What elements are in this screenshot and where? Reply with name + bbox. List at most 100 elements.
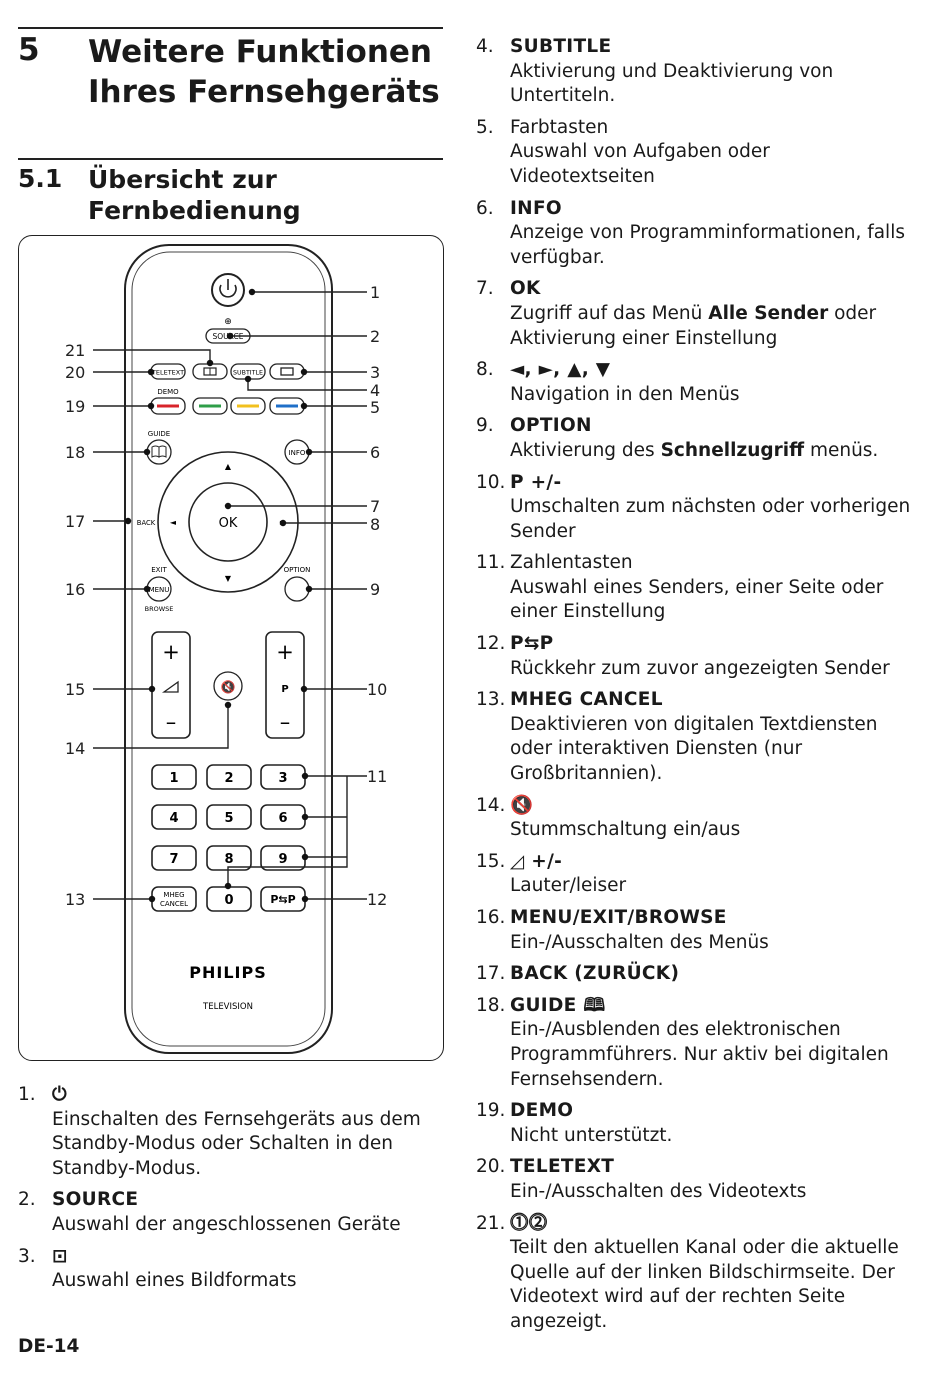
option-button[interactable]: [283, 575, 310, 602]
guide-button[interactable]: [145, 438, 172, 465]
legend-term: 🔇: [510, 794, 534, 816]
legend-description: Deaktivieren von digitalen Textdiensten …: [510, 713, 878, 785]
mute-button[interactable]: 🔇: [212, 670, 243, 701]
format-button[interactable]: [268, 362, 305, 380]
key-5-label: 5: [224, 811, 233, 826]
callout-18: 18: [65, 443, 85, 462]
legend-number: 11.: [476, 552, 506, 574]
legend-number: 6.: [476, 197, 494, 219]
legend-term: TELETEXT: [510, 1156, 615, 1178]
legend-term: INFO: [510, 197, 562, 219]
ok-button[interactable]: [187, 481, 268, 562]
brand-logo: PHILIPS: [189, 963, 266, 982]
key-8[interactable]: 8: [205, 844, 252, 871]
legend-term: DEMO: [510, 1100, 574, 1122]
legend-description: Ein-/Ausschalten des Videotexts: [510, 1180, 807, 1202]
callout-lines: [92, 290, 367, 900]
legend-item: 3.⊡Auswahl eines Bildformats: [18, 1245, 438, 1294]
legend-term: SUBTITLE: [510, 36, 612, 57]
key-2[interactable]: 2: [205, 763, 252, 790]
legend-item: 14.🔇Stummschaltung ein/aus: [476, 794, 916, 843]
legend-description: Navigation in den Menüs: [510, 383, 740, 405]
key-1[interactable]: 1: [150, 763, 197, 790]
callout-1: 1: [370, 283, 380, 302]
legend-term: OPTION: [510, 415, 592, 437]
arrow-down-icon[interactable]: ▼: [224, 574, 231, 583]
legend-term: Farbtasten: [510, 116, 609, 138]
key-9-label: 9: [278, 852, 287, 867]
key-4[interactable]: 4: [150, 803, 197, 830]
mheg-label-line1: MHEG: [163, 891, 184, 899]
callout-21: 21: [65, 341, 85, 360]
arrow-left-icon[interactable]: ◄: [169, 518, 176, 527]
callout-14: 14: [65, 739, 85, 758]
legend-description: Ein-/Ausblenden des elektronischen Progr…: [510, 1019, 889, 1090]
legend-number: 18.: [476, 994, 506, 1016]
key-3[interactable]: 3: [259, 763, 306, 790]
arrow-up-icon[interactable]: ▲: [224, 462, 231, 471]
legend-list-left: 1.⏻Einschalten des Fernsehgeräts aus dem…: [18, 1083, 438, 1301]
previous-channel-button[interactable]: P⇆P: [259, 885, 306, 912]
key-1-label: 1: [169, 771, 178, 786]
remote-inner-outline: [131, 251, 325, 1046]
legend-term: P⇆P: [510, 633, 554, 655]
callout-8: 8: [370, 515, 380, 534]
demo-label: DEMO: [157, 388, 179, 396]
key-8-label: 8: [224, 852, 233, 867]
callout-12: 12: [367, 890, 387, 909]
back-label[interactable]: BACK: [136, 519, 155, 527]
legend-term: ⓵⓶: [510, 1212, 548, 1234]
source-button[interactable]: ⊕ SOURCE: [204, 317, 251, 344]
heading-rule-mid: [18, 158, 443, 160]
green-button[interactable]: [191, 396, 228, 415]
key-7[interactable]: 7: [150, 844, 197, 871]
dual-screen-button[interactable]: [191, 362, 228, 380]
callout-9: 9: [370, 580, 380, 599]
menu-button[interactable]: MENU: [145, 575, 172, 602]
legend-description: Auswahl von Aufgaben oder Videotextseite…: [510, 141, 770, 187]
subtitle-label: SUBTITLE: [233, 369, 263, 376]
key-0[interactable]: 0: [205, 885, 252, 912]
teletext-button[interactable]: TELETEXT: [149, 362, 186, 380]
mheg-cancel-button[interactable]: MHEG CANCEL: [150, 885, 197, 912]
legend-item: 15.◿ +/-Lauter/leiser: [476, 850, 916, 899]
mute-icon: 🔇: [220, 680, 235, 694]
red-button[interactable]: [149, 396, 186, 415]
heading-rule-top: [18, 27, 443, 29]
legend-term: ◿ +/-: [510, 850, 563, 872]
legend-number: 16.: [476, 907, 506, 928]
callout-19: 19: [65, 397, 85, 416]
legend-description: Umschalten zum nächsten oder vorherigen …: [510, 496, 911, 542]
blue-button[interactable]: [268, 396, 305, 415]
subtitle-button[interactable]: SUBTITLE: [229, 362, 266, 380]
yellow-button[interactable]: [229, 396, 266, 415]
legend-item: 8.◄, ►, ▲, ▼Navigation in den Menüs: [476, 358, 916, 407]
power-button[interactable]: [210, 272, 245, 307]
key-7-label: 7: [169, 852, 178, 867]
legend-term: P +/-: [510, 471, 562, 493]
source-input-icon: ⊕: [224, 317, 232, 327]
key-9[interactable]: 9: [259, 844, 306, 871]
guide-label: GUIDE: [147, 430, 169, 438]
callout-20: 20: [65, 363, 85, 382]
legend-number: 9.: [476, 415, 494, 437]
callout-11: 11: [367, 767, 387, 786]
callout-17: 17: [65, 512, 85, 531]
chapter-title-line2: Ihres Fernsehgeräts: [88, 74, 440, 110]
legend-number: 20.: [476, 1156, 506, 1178]
legend-item: 10.P +/-Umschalten zum nächsten oder vor…: [476, 471, 916, 545]
browse-label: BROWSE: [144, 605, 173, 613]
volume-rocker[interactable]: + –: [150, 630, 191, 739]
key-6[interactable]: 6: [259, 803, 306, 830]
legend-description: Lauter/leiser: [510, 875, 627, 897]
callout-6: 6: [370, 443, 380, 462]
key-5[interactable]: 5: [205, 803, 252, 830]
legend-description: Zugriff auf das Menü Alle Sender oder Ak…: [510, 302, 916, 351]
info-button[interactable]: INFO: [283, 438, 310, 465]
program-rocker[interactable]: + P –: [264, 630, 305, 739]
legend-description: Auswahl eines Bildformats: [52, 1270, 297, 1292]
